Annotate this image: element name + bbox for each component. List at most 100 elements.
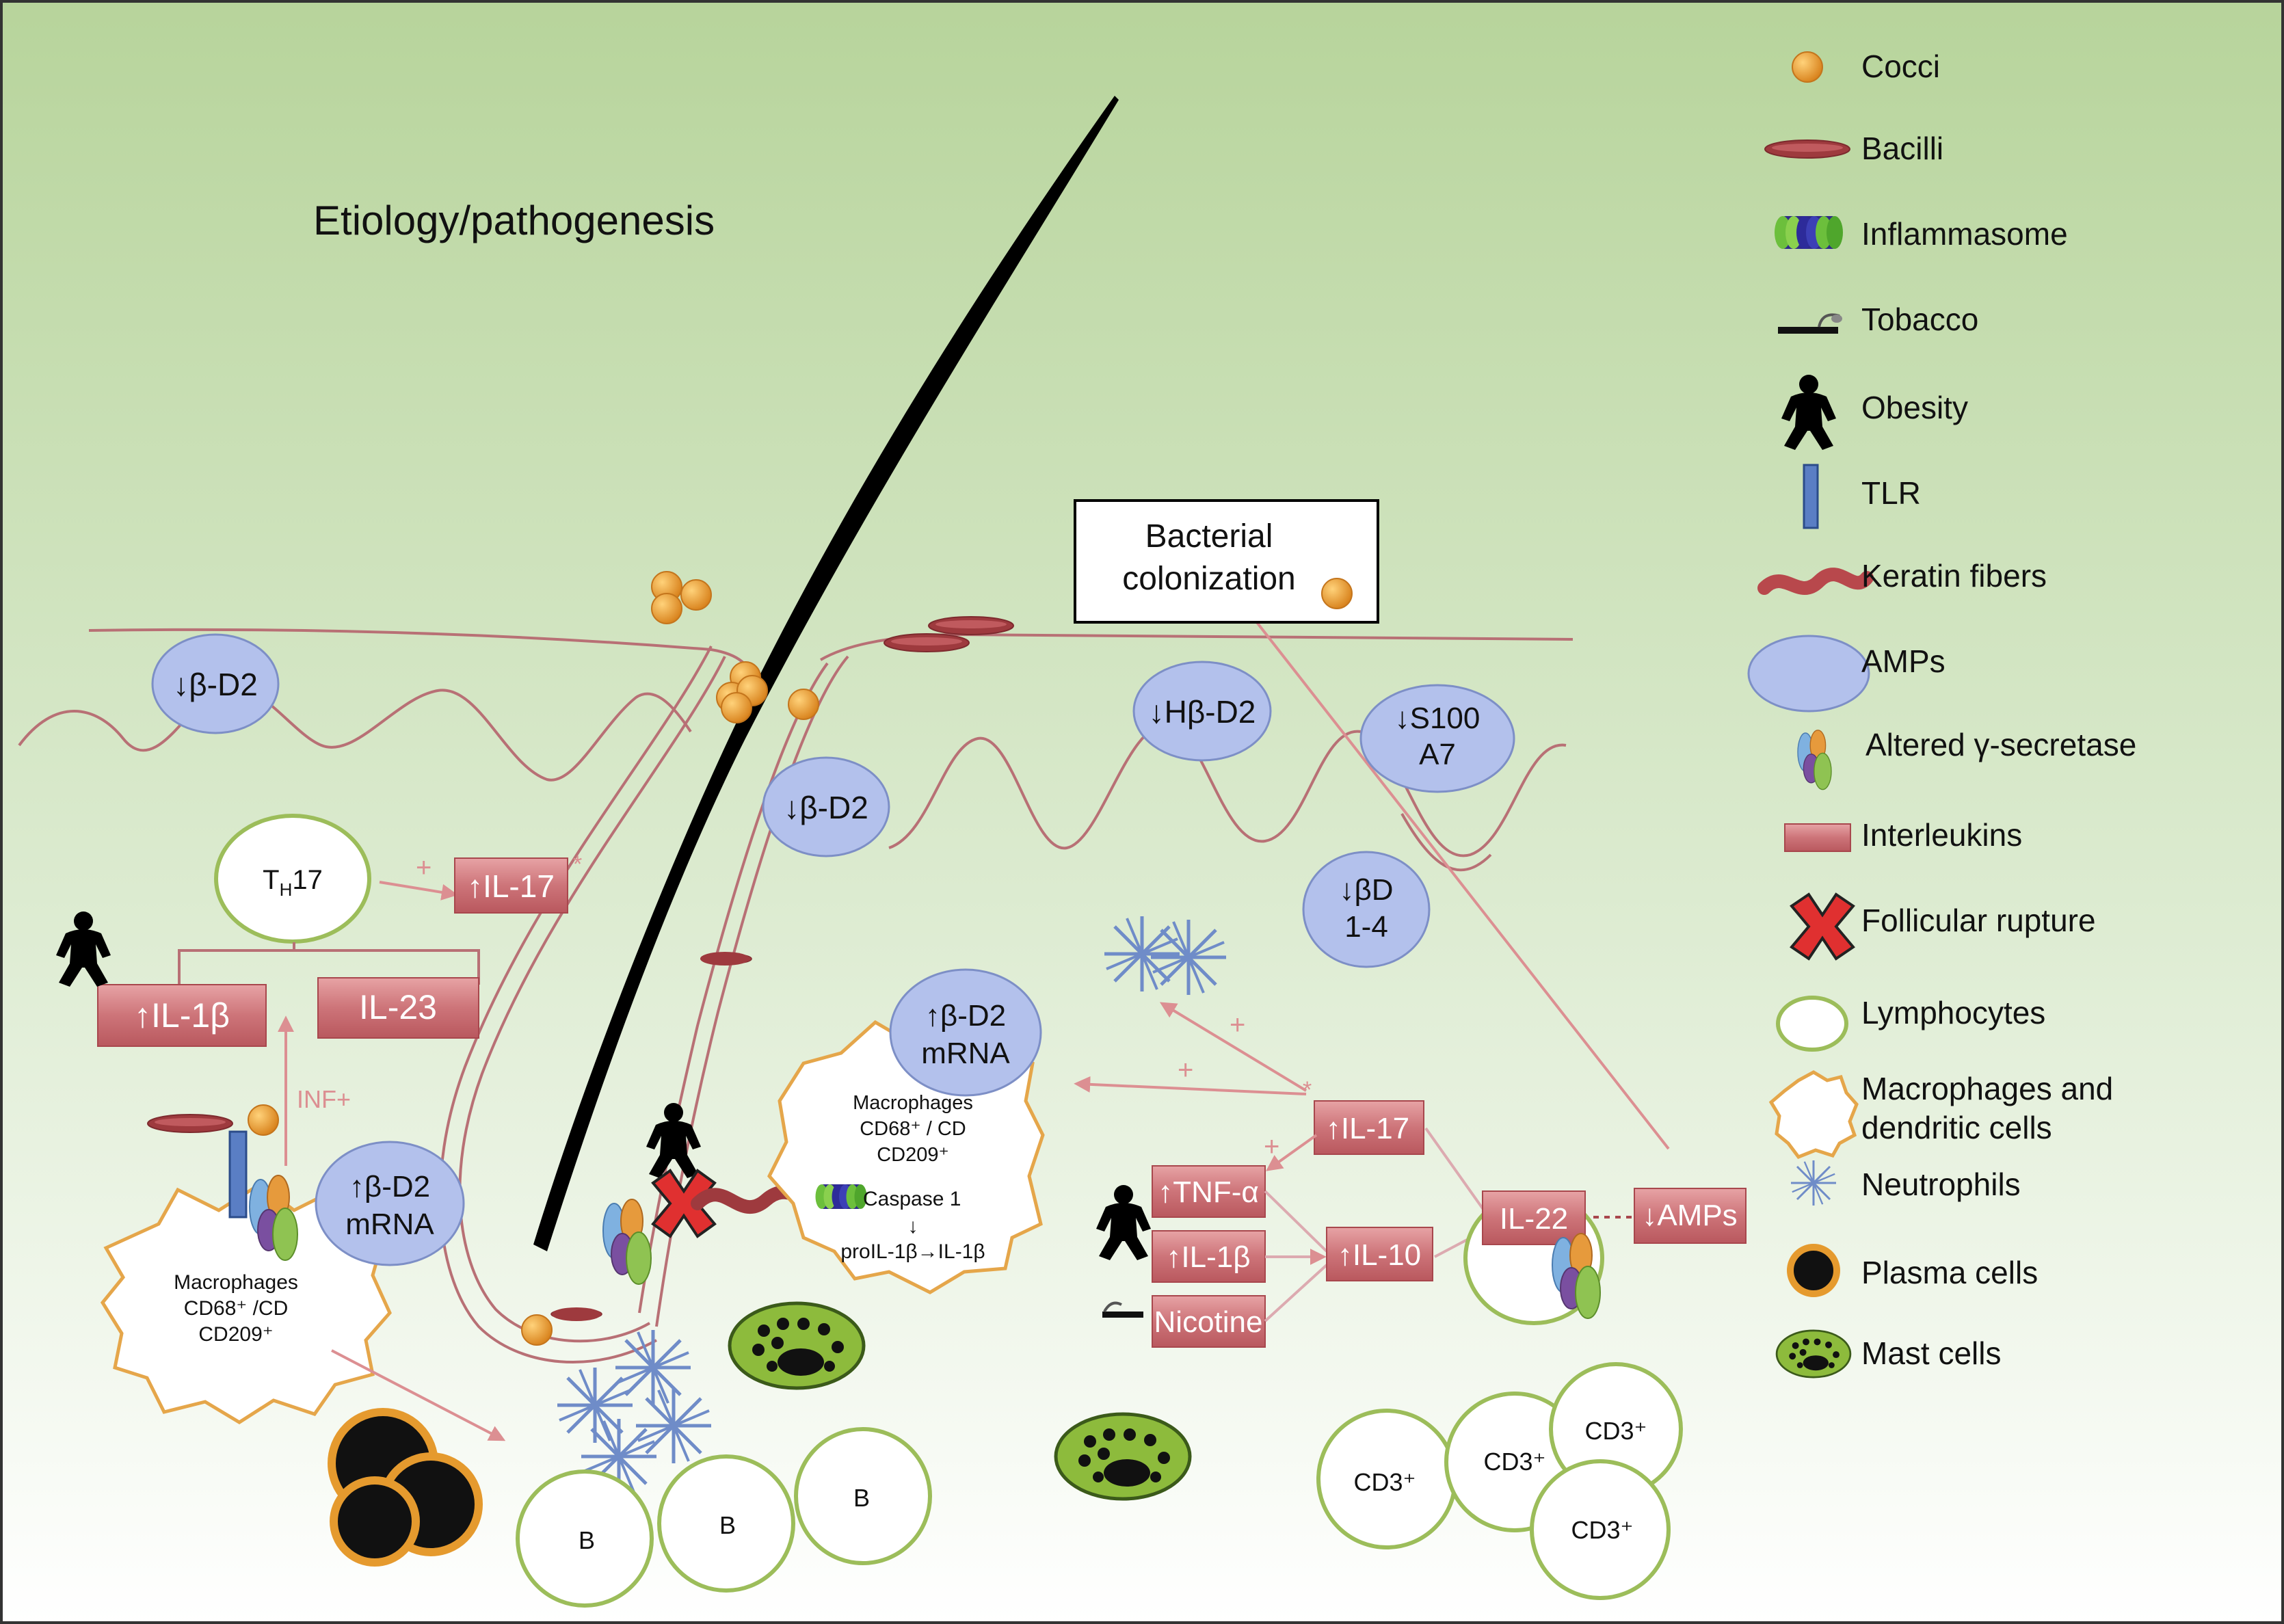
legend-label-interleukins: Interleukins (1861, 817, 2022, 853)
svg-text:CD209⁺: CD209⁺ (877, 1144, 949, 1166)
arrow-il17-neutrophils (1159, 1002, 1307, 1092)
svg-text:mRNA: mRNA (921, 1037, 1010, 1070)
arrow-mac-bcells (331, 1349, 506, 1441)
svg-text:proIL-1β→IL-1β: proIL-1β→IL-1β (840, 1240, 985, 1263)
il23: IL-23 (317, 977, 479, 1039)
legend-label-lymphocytes: Lymphocytes (1861, 995, 2045, 1030)
svg-text:IL-23: IL-23 (359, 988, 437, 1026)
svg-text:↓S100: ↓S100 (1395, 702, 1480, 735)
legend-label-keratin: Keratin fibers (1861, 558, 2047, 594)
mast-cell-left (730, 1303, 864, 1388)
interleukins-icon (1784, 823, 1851, 852)
follicular-rupture-icon (1790, 892, 1855, 961)
th17-branch (178, 942, 480, 985)
plus-th17: + (416, 853, 431, 883)
legend-label-cocci: Cocci (1861, 49, 1940, 84)
svg-text:A7: A7 (1419, 738, 1456, 771)
legend-label-inflammasome: Inflammasome (1861, 216, 2068, 252)
bacillus-follicle (700, 952, 749, 966)
keratin-fibers-icon (1757, 568, 1874, 595)
svg-text:CD3⁺: CD3⁺ (1571, 1516, 1633, 1544)
plus-il17-tnfa: + (1264, 1132, 1279, 1162)
diagram-title: Etiology/pathogenesis (313, 198, 715, 243)
svg-text:CD3⁺: CD3⁺ (1483, 1448, 1545, 1476)
neutrophils-icon (1790, 1159, 1837, 1207)
svg-text:↑IL-17: ↑IL-17 (467, 868, 555, 904)
amp-hbd2: ↓Hβ-D2 (1132, 661, 1272, 762)
legend-label-macrophages: Macrophages and (1861, 1071, 2113, 1106)
legend-label-neutrophils: Neutrophils (1861, 1167, 2021, 1202)
svg-text:1-4: 1-4 (1344, 910, 1388, 944)
plus-il17-mrna: + (1178, 1055, 1193, 1085)
nicotine: Nicotine (1152, 1295, 1266, 1348)
amp-bd2-mrna-center: ↑β-D2 mRNA (889, 968, 1042, 1097)
svg-text:IL-22: IL-22 (1500, 1202, 1568, 1236)
lymphocytes-icon (1776, 996, 1848, 1052)
macrophages-icon (1768, 1070, 1859, 1160)
svg-text:↓Hβ-D2: ↓Hβ-D2 (1149, 694, 1256, 730)
tobacco-icon (1778, 313, 1842, 334)
plus-il17-neutrophils: + (1230, 1010, 1245, 1040)
bacilli-icon (1764, 139, 1850, 159)
amp-bd1-4: ↓βD 1-4 (1302, 851, 1431, 968)
il17-right: ↑IL-17 (1314, 1100, 1424, 1155)
svg-text:↑β-D2: ↑β-D2 (349, 1170, 430, 1203)
il1b-right: ↑IL-1β (1152, 1230, 1266, 1283)
bacterial-colonization-callout: Bacterial colonization (1074, 499, 1670, 1150)
b-cells: B B B (516, 1427, 932, 1608)
arrow-il17-mrna (1074, 1076, 1307, 1095)
svg-text:B: B (579, 1526, 595, 1554)
svg-text:↑β-D2: ↑β-D2 (925, 999, 1006, 1033)
legend-label-gamma-secretase: Altered γ-secretase (1865, 727, 2136, 762)
cocci-icon (1792, 51, 1823, 83)
legend-label-follicular-rupture: Follicular rupture (1861, 903, 2096, 938)
legend-label-tlr: TLR (1861, 475, 1921, 511)
svg-text:B: B (853, 1484, 870, 1512)
svg-text:Bacterial: Bacterial (1145, 518, 1273, 555)
legend-label-plasma-cells: Plasma cells (1861, 1255, 2038, 1290)
legend: Cocci Bacilli Inflammasome Tobacco Obesi… (1747, 49, 2136, 1379)
arrow-il17-tnfa (1266, 1134, 1318, 1171)
amp-bd2-follicle: ↓β-D2 (762, 756, 890, 857)
follicular-rupture-icon-diagram (651, 1169, 717, 1238)
tobacco-icon-diagram (1102, 1301, 1143, 1318)
svg-text:↑IL-1β: ↑IL-1β (1166, 1240, 1250, 1274)
amps-down: ↓AMPs (1634, 1188, 1747, 1244)
star-il17-left: * (573, 851, 582, 877)
legend-label-obesity: Obesity (1861, 390, 1968, 425)
amp-bd2-mrna-left: ↑β-D2 mRNA (315, 1141, 465, 1266)
plasma-cells (328, 1408, 483, 1567)
svg-text:B: B (719, 1511, 736, 1539)
tlr-receptor (228, 1130, 248, 1219)
svg-text:CD68⁺ / CD: CD68⁺ / CD (860, 1118, 966, 1140)
mast-cell-right (1056, 1414, 1190, 1499)
svg-text:Macrophages: Macrophages (174, 1271, 298, 1294)
il17-left: ↑IL-17 (454, 857, 568, 914)
svg-text:Nicotine: Nicotine (1154, 1305, 1263, 1339)
arrow-th17-il17 (379, 881, 458, 901)
il22-lymphocyte: IL-22 (1463, 1190, 1604, 1325)
il10: ↑IL-10 (1326, 1227, 1433, 1281)
legend-label-bacilli: Bacilli (1861, 131, 1943, 166)
svg-text:Caspase 1: Caspase 1 (863, 1188, 961, 1210)
tlr-icon (1803, 464, 1819, 529)
il1b-left: ↑IL-1β (97, 984, 267, 1047)
svg-text:↑IL-1β: ↑IL-1β (134, 996, 230, 1035)
svg-text:↑TNF-α: ↑TNF-α (1158, 1175, 1259, 1209)
svg-text:colonization: colonization (1122, 561, 1296, 597)
tnf-alpha: ↑TNF-α (1152, 1165, 1266, 1218)
svg-text:CD209⁺: CD209⁺ (198, 1323, 273, 1346)
svg-text:TH17: TH17 (263, 865, 323, 900)
plasma-cells-icon (1787, 1244, 1840, 1297)
th17-lymphocyte: TH17 (214, 814, 371, 944)
cd3-cells: CD3⁺ CD3⁺ CD3⁺ CD3⁺ (1316, 1362, 1683, 1600)
legend-label-amps: AMPs (1861, 643, 1946, 679)
svg-text:↓: ↓ (908, 1215, 918, 1238)
svg-text:mRNA: mRNA (345, 1208, 434, 1241)
svg-text:↓β-D2: ↓β-D2 (784, 790, 868, 825)
svg-text:CD3⁺: CD3⁺ (1584, 1417, 1647, 1445)
svg-text:CD68⁺ /CD: CD68⁺ /CD (184, 1297, 289, 1320)
